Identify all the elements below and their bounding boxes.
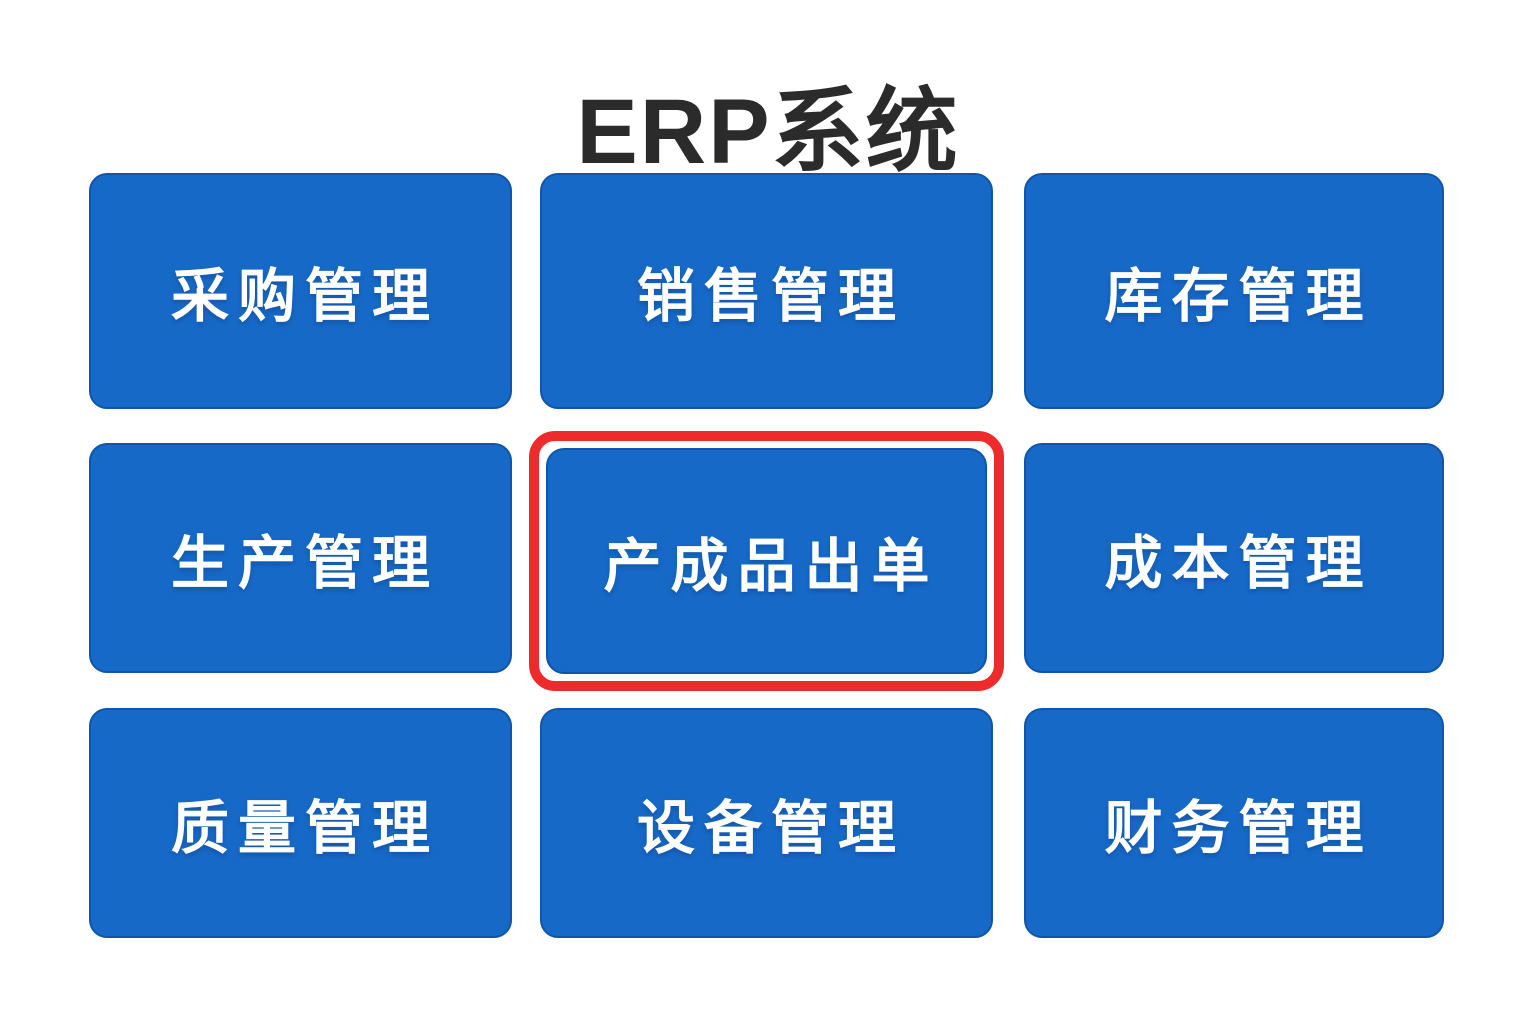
- tile-label: 生产管理: [170, 531, 439, 596]
- tile-finance-management[interactable]: 财务管理: [1024, 708, 1444, 938]
- tile-production-management[interactable]: 生产管理: [89, 443, 512, 673]
- highlight-ring: 产成品出单: [529, 431, 1004, 691]
- tile-label: 库存管理: [1104, 264, 1373, 329]
- tile-cost-management[interactable]: 成本管理: [1024, 443, 1444, 673]
- tile-label: 产成品出单: [603, 534, 939, 599]
- tile-inventory-management[interactable]: 库存管理: [1024, 173, 1444, 409]
- tile-quality-management[interactable]: 质量管理: [89, 708, 512, 938]
- tile-finished-goods-order[interactable]: 产成品出单: [546, 448, 987, 674]
- tile-label: 设备管理: [636, 796, 905, 861]
- page-title: ERP系统: [576, 80, 960, 183]
- tile-label: 采购管理: [170, 264, 439, 329]
- tile-label: 财务管理: [1104, 796, 1373, 861]
- tile-label: 销售管理: [636, 264, 905, 329]
- tile-equipment-management[interactable]: 设备管理: [540, 708, 993, 938]
- tile-label: 成本管理: [1104, 531, 1373, 596]
- tile-procurement-management[interactable]: 采购管理: [89, 173, 512, 409]
- tile-label: 质量管理: [170, 796, 439, 861]
- tile-sales-management[interactable]: 销售管理: [540, 173, 993, 409]
